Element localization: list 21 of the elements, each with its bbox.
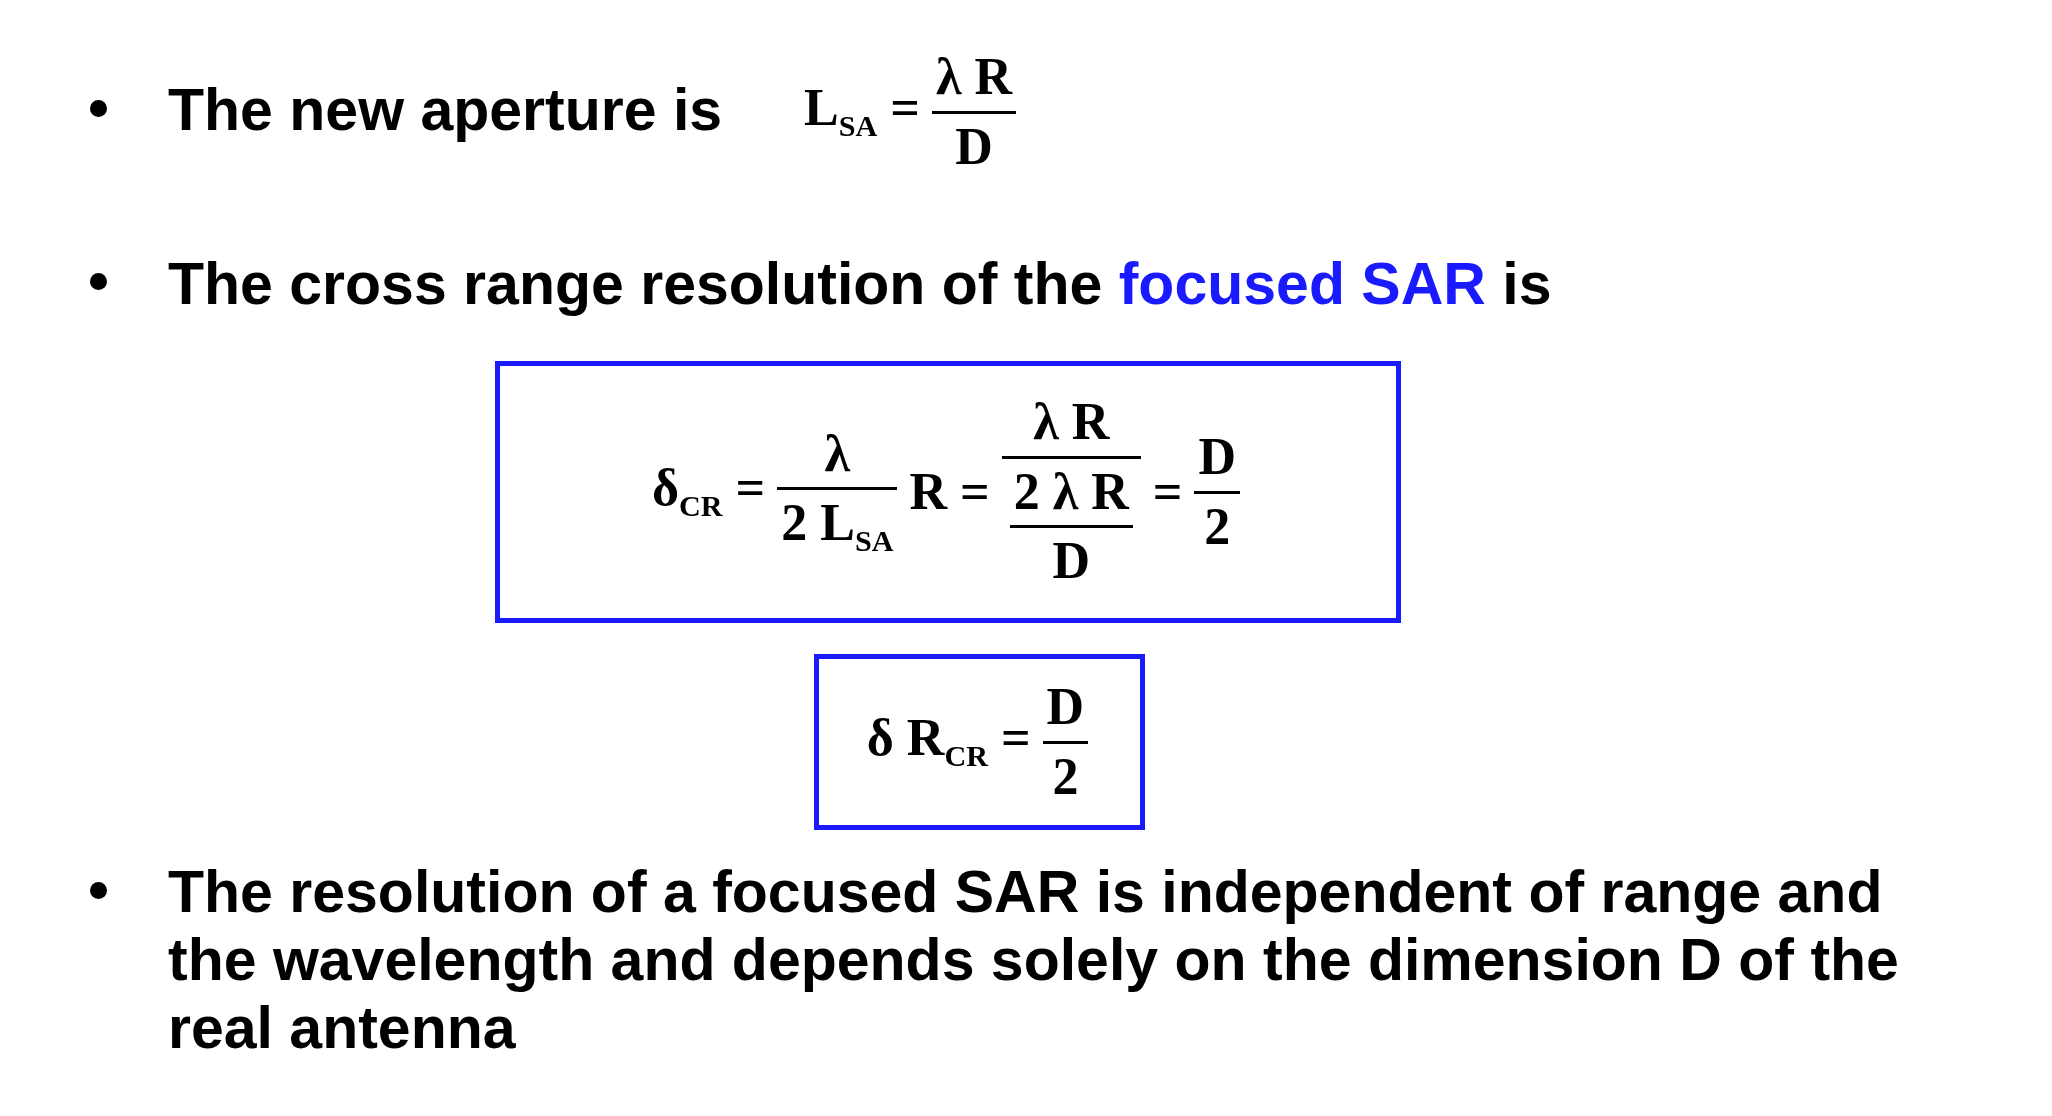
formula-text: R = [908,464,991,520]
formula-text: D [1051,534,1091,589]
formula-text: λ R [1032,395,1111,450]
formula-text: λ R [934,50,1014,105]
formula-text: 2 λ R [1012,464,1131,520]
formula-box [814,654,1145,830]
formula-text: 2 [1051,749,1080,805]
formula-text: L$_{SA}$ = [803,81,921,143]
formula-text: δ R$_{CR}$ = [865,711,1032,773]
bullet-text: The resolution of a focused SAR is independent of range and the wavelength and depends solely on the dimension D of the real antenna [168,858,1900,1062]
formula-text: 2 [1203,499,1232,555]
formula-text: D [954,119,994,175]
bullet-text: The new aperture is [168,76,724,144]
formula-text: D [1197,429,1237,485]
formula-text: = [1151,464,1184,520]
formula-text: δ$_{CR}$ = [651,461,767,523]
formula-box [495,361,1401,623]
formula-text: 2 L$_{SA}$ [780,496,895,558]
formula-text: λ [823,426,852,482]
formula-text: D [1045,679,1086,735]
bullet-text: The cross range resolution of the focused SAR is [168,250,1553,318]
